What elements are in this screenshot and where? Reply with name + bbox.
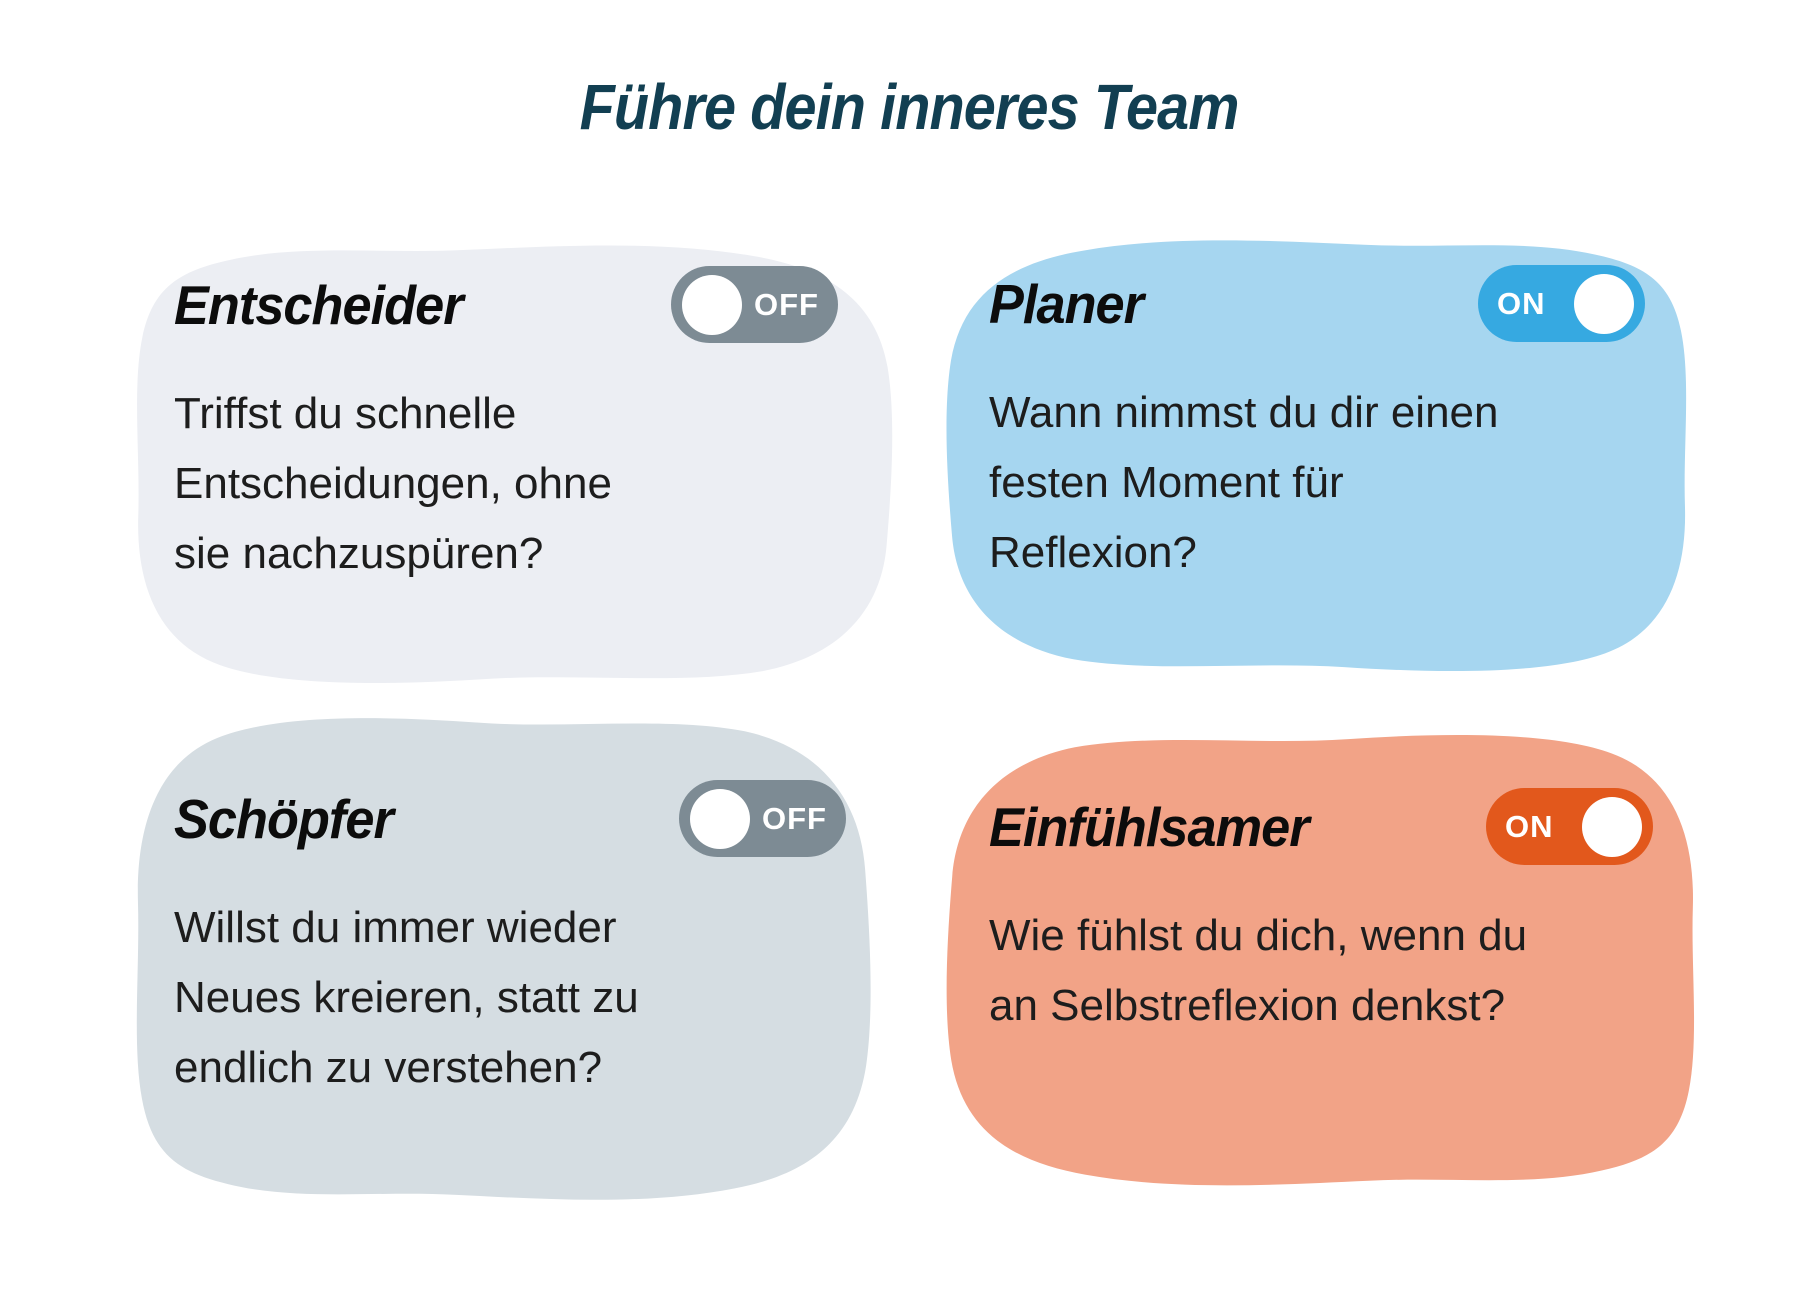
card-planer: Planer ON Wann nimmst du dir einen feste… bbox=[933, 233, 1695, 673]
question-line: Willst du immer wieder bbox=[174, 903, 617, 952]
card-question: Triffst du schnelle Entscheidungen, ohne… bbox=[174, 379, 838, 589]
card-content: Entscheider OFF Triffst du schnelle Ents… bbox=[128, 238, 906, 589]
toggle-state-label: OFF bbox=[754, 286, 819, 322]
card-entscheider: Entscheider OFF Triffst du schnelle Ents… bbox=[128, 238, 906, 685]
card-title-row: Schöpfer OFF bbox=[174, 780, 846, 857]
card-title-planer: Planer bbox=[989, 272, 1144, 335]
toggle-state-label: ON bbox=[1497, 285, 1546, 321]
toggle-state-label: OFF bbox=[762, 800, 827, 836]
question-line: festen Moment für bbox=[989, 458, 1344, 507]
question-line: an Selbstreflexion denkst? bbox=[989, 981, 1506, 1030]
toggle-entscheider-off[interactable]: OFF bbox=[671, 266, 838, 343]
card-title-entscheider: Entscheider bbox=[174, 273, 464, 336]
card-question: Wie fühlst du dich, wenn du an Selbstref… bbox=[989, 901, 1653, 1041]
question-line: Triffst du schnelle bbox=[174, 389, 517, 438]
toggle-knob bbox=[682, 274, 742, 335]
card-title-row: Planer ON bbox=[989, 265, 1645, 342]
page-title: Führe dein inneres Team bbox=[0, 70, 1819, 144]
question-line: Entscheidungen, ohne bbox=[174, 459, 612, 508]
toggle-planer-on[interactable]: ON bbox=[1478, 265, 1645, 342]
card-title-row: Entscheider OFF bbox=[174, 266, 838, 343]
card-question: Wann nimmst du dir einen festen Moment f… bbox=[989, 378, 1645, 588]
card-blob-background bbox=[137, 245, 893, 684]
question-line: Reflexion? bbox=[989, 528, 1197, 577]
card-content: Einfühlsamer ON Wie fühlst du dich, wenn… bbox=[933, 733, 1703, 1041]
question-line: Wie fühlst du dich, wenn du bbox=[989, 911, 1528, 960]
page-title-text: Führe dein inneres Team bbox=[580, 71, 1240, 143]
card-title-schoepfer: Schöpfer bbox=[174, 787, 394, 850]
card-content: Schöpfer OFF Willst du immer wieder Neue… bbox=[128, 716, 884, 1103]
toggle-schoepfer-off[interactable]: OFF bbox=[679, 780, 846, 857]
question-line: Neues kreieren, statt zu bbox=[174, 973, 639, 1022]
toggle-knob bbox=[1582, 796, 1642, 857]
question-line: sie nachzuspüren? bbox=[174, 529, 544, 578]
card-question: Willst du immer wieder Neues kreieren, s… bbox=[174, 893, 846, 1103]
toggle-knob bbox=[1574, 273, 1634, 334]
toggle-einfuehlsamer-on[interactable]: ON bbox=[1486, 788, 1653, 865]
question-line: endlich zu verstehen? bbox=[174, 1043, 603, 1092]
question-line: Wann nimmst du dir einen bbox=[989, 388, 1499, 437]
card-schoepfer: Schöpfer OFF Willst du immer wieder Neue… bbox=[128, 716, 884, 1208]
toggle-state-label: ON bbox=[1505, 808, 1554, 844]
card-einfuehlsamer: Einfühlsamer ON Wie fühlst du dich, wenn… bbox=[933, 733, 1703, 1193]
card-content: Planer ON Wann nimmst du dir einen feste… bbox=[933, 233, 1695, 588]
card-title-row: Einfühlsamer ON bbox=[989, 788, 1653, 865]
card-title-einfuehlsamer: Einfühlsamer bbox=[989, 795, 1310, 858]
card-blob-background bbox=[946, 240, 1687, 672]
toggle-knob bbox=[690, 788, 750, 849]
